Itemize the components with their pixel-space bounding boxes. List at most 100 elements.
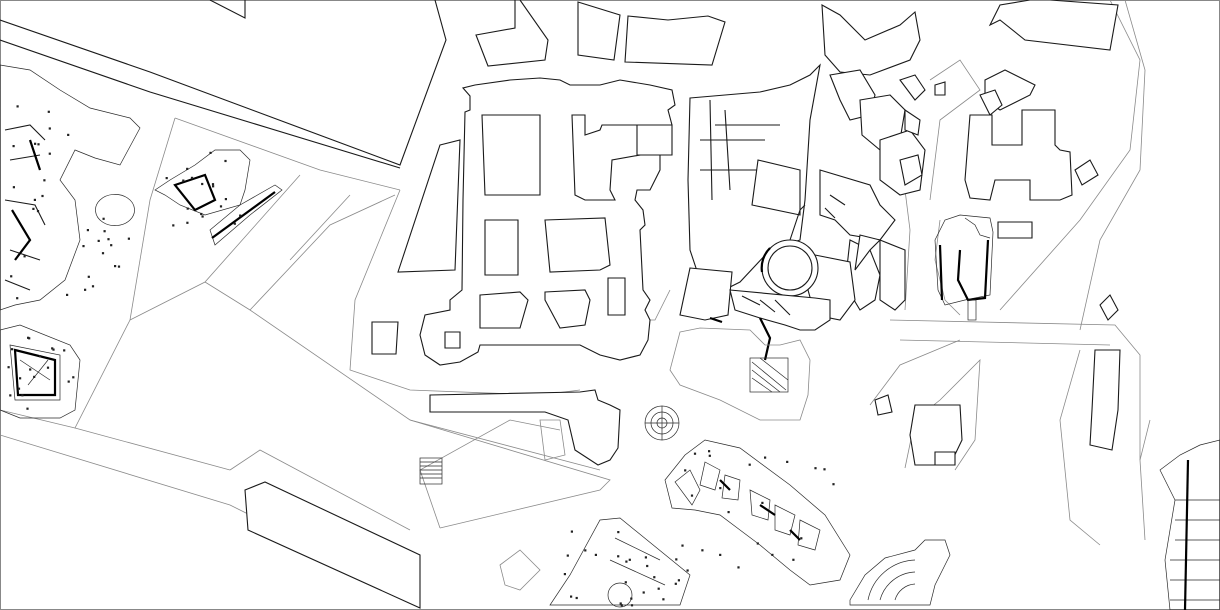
column-dot	[209, 151, 212, 154]
column-dot	[47, 110, 50, 113]
column-dot	[103, 230, 106, 233]
column-dot	[186, 221, 189, 224]
column-dot	[584, 549, 587, 552]
central-block	[371, 77, 676, 366]
column-dot	[224, 159, 227, 163]
terrace-south	[669, 327, 811, 421]
column-dot	[200, 212, 203, 216]
column-dot	[33, 198, 36, 201]
column-dot	[34, 142, 37, 145]
bath-complex	[549, 439, 851, 608]
column-dot	[117, 265, 121, 268]
column-dot	[11, 348, 14, 351]
column-dot	[625, 560, 628, 563]
column-dot	[201, 215, 204, 218]
column-dot	[657, 587, 660, 590]
column-dot	[190, 176, 194, 179]
column-dot	[182, 179, 185, 182]
north-buildings	[475, 0, 1119, 116]
column-dot	[619, 602, 622, 605]
column-dot	[677, 579, 680, 582]
column-dot	[48, 127, 51, 130]
column-dot	[737, 566, 740, 569]
column-dot	[563, 573, 566, 576]
column-dot	[708, 454, 711, 457]
column-dot	[84, 288, 87, 291]
column-dot	[832, 483, 835, 486]
column-dot	[51, 347, 54, 350]
column-dot	[16, 105, 19, 108]
column-dot	[201, 182, 204, 186]
column-dot	[224, 198, 227, 201]
column-dot	[814, 467, 817, 470]
column-dot	[617, 531, 620, 534]
column-dot	[114, 265, 117, 268]
column-dot	[630, 604, 634, 607]
column-dots	[7, 105, 835, 607]
column-dot	[708, 450, 711, 453]
column-dot	[23, 255, 26, 258]
column-dot	[66, 293, 69, 296]
column-dot	[33, 375, 36, 378]
column-dot	[823, 468, 826, 471]
column-dot	[693, 452, 697, 455]
column-dot	[43, 179, 46, 182]
column-dot	[172, 224, 175, 227]
column-dot	[756, 542, 759, 545]
column-dot	[7, 366, 10, 369]
column-dot	[211, 183, 215, 186]
column-dot	[32, 207, 35, 210]
column-dot	[10, 275, 13, 278]
column-dot	[792, 558, 795, 561]
column-dot	[102, 217, 105, 220]
column-dot	[653, 576, 656, 579]
column-dot	[67, 380, 70, 383]
historic-cluster	[679, 63, 946, 321]
column-dot	[19, 377, 22, 380]
column-dot	[165, 177, 168, 180]
column-dot	[719, 487, 722, 490]
column-dot	[690, 494, 694, 497]
column-dot	[52, 348, 55, 351]
column-dot	[662, 598, 665, 601]
column-dot	[101, 252, 105, 255]
column-dot	[644, 556, 647, 559]
column-dot	[127, 237, 130, 240]
column-dot	[12, 145, 15, 148]
column-dot	[9, 394, 12, 397]
column-dot	[67, 133, 70, 136]
column-dot	[97, 239, 100, 242]
column-dot	[570, 530, 573, 533]
column-dot	[674, 582, 677, 585]
column-dot	[684, 469, 687, 472]
column-dot	[212, 185, 215, 188]
column-dot	[29, 368, 32, 371]
column-dot	[233, 222, 236, 225]
column-dot	[110, 244, 113, 247]
column-dot	[686, 569, 689, 572]
column-dot	[701, 549, 704, 552]
post-square	[154, 149, 283, 246]
theatre	[849, 539, 951, 606]
column-dot	[628, 558, 631, 561]
column-dot	[575, 596, 578, 600]
column-dot	[239, 214, 242, 217]
east-gallery	[1159, 439, 1220, 610]
column-dot	[38, 355, 42, 358]
column-dot	[72, 376, 75, 379]
round-temple	[644, 405, 680, 441]
column-dot	[624, 581, 627, 584]
column-dot	[63, 349, 66, 352]
column-dot	[219, 205, 223, 208]
column-dot	[617, 555, 620, 558]
column-dot	[12, 186, 15, 189]
south-central-range	[244, 389, 621, 609]
column-dot	[186, 167, 189, 170]
column-dot	[16, 297, 19, 300]
column-dot	[87, 275, 90, 278]
column-dot	[37, 143, 40, 146]
column-dot	[646, 564, 649, 568]
north-boundary-lines	[0, 0, 447, 169]
column-dot	[17, 387, 21, 390]
column-dot	[107, 238, 110, 241]
